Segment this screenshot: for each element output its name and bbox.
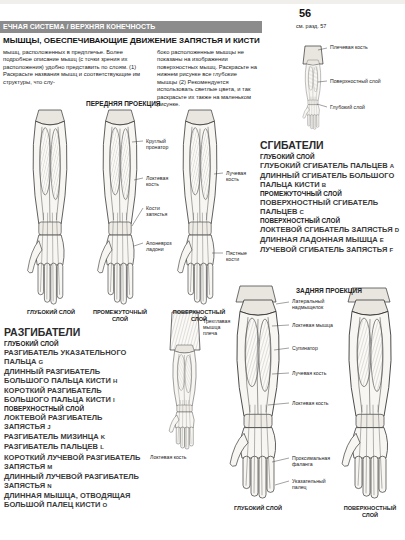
- page-number: 56: [299, 7, 323, 19]
- callout-letter: E: [380, 237, 384, 243]
- muscle-name: ЛОКТЕВОЙ РАЗГИБАТЕЛЬ ЗАПЯСТЬЯ: [4, 413, 102, 431]
- leader-lines: [317, 48, 327, 107]
- muscle-list: СГИБАТЕЛИГЛУБОКИЙ СЛОЙГЛУБОКИЙ СГИБАТЕЛЬ…: [260, 139, 403, 255]
- layer-caption: ГЛУБОКИЙ СЛОЙ: [20, 309, 82, 316]
- callout-letter: J: [47, 424, 50, 430]
- layer-caption: ПРОМЕЖУТОЧНЫЙ СЛОЙ: [92, 309, 148, 322]
- muscle-entry: ДЛИННЫЙ РАЗГИБАТЕЛЬ БОЛЬШОГО ПАЛЬЦА КИСТ…: [4, 367, 146, 385]
- layer-heading: ГЛУБОКИЙ СЛОЙ: [260, 153, 403, 161]
- callout-letter: I: [113, 397, 115, 403]
- part-label: Проксимальная фаланга: [292, 455, 336, 467]
- part-label: Кости запястья: [146, 205, 176, 217]
- muscle-entry: ЛУЧЕВОЙ СГИБАТЕЛЬ ЗАПЯСТЬЯF: [260, 245, 403, 254]
- view-heading: ЗАДНЯЯ ПРОЕКЦИЯ: [296, 287, 396, 294]
- layer-caption: ГЛУБОКИЙ СЛОЙ: [228, 505, 288, 512]
- part-label: Латеральный надмыщелок: [292, 298, 336, 310]
- part-label: Глубокий слой: [330, 104, 385, 110]
- muscle-entry: ПОВЕРХНОСТНЫЙ СГИБАТЕЛЬ ПАЛЬЦЕВC: [260, 198, 403, 216]
- muscle-name: ДЛИННЫЙ СГИБАТЕЛЬ БОЛЬШОГО ПАЛЬЦА КИСТИ: [260, 171, 394, 189]
- part-label: Поверхностный слой: [330, 78, 385, 84]
- callout-letter: D: [395, 227, 399, 233]
- muscle-name: РАЗГИБАТЕЛЬ ПАЛЬЦЕВ: [4, 442, 98, 451]
- muscle-entry: КОРОТКИЙ РАЗГИБАТЕЛЬ БОЛЬШОГО ПАЛЬЦА КИС…: [4, 386, 146, 404]
- muscle-entry: ДЛИННЫЙ ЛУЧЕВОЙ РАЗГИБАТЕЛЬ ЗАПЯСТЬЯN: [4, 472, 146, 490]
- part-label: Локтевая кость: [150, 454, 200, 460]
- muscle-name: ЛУЧЕВОЙ СГИБАТЕЛЬ ЗАПЯСТЬЯ: [260, 245, 387, 254]
- layer-heading: ПОВЕРХНОСТНЫЙ СЛОЙ: [260, 217, 403, 225]
- muscle-name: РАЗГИБАТЕЛЬ МИЗИНЦА: [4, 432, 99, 441]
- muscle-entry: ЛОКТЕВОЙ РАЗГИБАТЕЛЬ ЗАПЯСТЬЯJ: [4, 413, 146, 431]
- forearm-figure: [28, 110, 67, 304]
- muscle-entry: ДЛИННАЯ ЛАДОННАЯ МЫШЦАE: [260, 235, 403, 244]
- muscle-name: ДЛИННЫЙ ЛУЧЕВОЙ РАЗГИБАТЕЛЬ ЗАПЯСТЬЯ: [4, 472, 139, 490]
- muscle-list: РАЗГИБАТЕЛИГЛУБОКИЙ СЛОЙРАЗГИБАТЕЛЬ УКАЗ…: [4, 326, 146, 510]
- muscle-entry: РАЗГИБАТЕЛЬ ПАЛЬЦЕВL: [4, 442, 146, 451]
- callout-letter: H: [113, 378, 117, 384]
- humerus: [236, 286, 276, 302]
- muscle-name: ДЛИННАЯ ЛАДОННАЯ МЫШЦА: [260, 235, 378, 244]
- part-label: Лучевая кость: [226, 170, 258, 182]
- part-label: Указательный палец: [292, 478, 336, 490]
- callout-letter: K: [101, 434, 105, 440]
- part-label: Апоневроз ладони: [146, 240, 176, 252]
- part-label: Круглый пронатор: [146, 138, 176, 150]
- callout-letter: G: [39, 359, 44, 365]
- page-title: МЫШЦЫ, ОБЕСПЕЧИВАЮЩИЕ ДВИЖЕНИЕ ЗАПЯСТЬЯ …: [3, 36, 299, 46]
- muscle-entry: КОРОТКИЙ ЛУЧЕВОЙ РАЗГИБАТЕЛЬ ЗАПЯСТЬЯM: [4, 453, 146, 471]
- layer-heading: ПРОМЕЖУТОЧНЫЙ СЛОЙ: [260, 190, 403, 198]
- callout-letter: C: [300, 209, 304, 215]
- body-text: боко расположенные мышцы не показаны на …: [157, 49, 257, 109]
- leader-lines: [132, 141, 223, 253]
- part-label: Локтевая кость: [146, 175, 176, 187]
- leader-lines: [268, 302, 289, 485]
- muscle-name: ЛОКТЕВОЙ СГИБАТЕЛЬ ЗАПЯСТЬЯ: [260, 225, 393, 234]
- muscle-name: КОРОТКИЙ РАЗГИБАТЕЛЬ БОЛЬШОГО ПАЛЬЦА КИС…: [4, 386, 111, 404]
- forearm-figure: [303, 60, 321, 129]
- forearm-figure: [169, 345, 196, 449]
- callout-letter: L: [100, 444, 104, 450]
- muscle-entry: ДЛИННАЯ МЫШЦА, ОТВОДЯЩАЯ БОЛЬШОЙ ПАЛЕЦ К…: [4, 491, 146, 509]
- view-heading: ПЕРЕДНЯЯ ПРОЕКЦИЯ: [86, 100, 176, 107]
- cross-reference: см. разд. 57: [296, 23, 356, 29]
- muscle-name: ПОВЕРХНОСТНЫЙ СГИБАТЕЛЬ ПАЛЬЦЕВ: [260, 198, 378, 216]
- callout-letter: O: [103, 502, 108, 508]
- muscle-entry: РАЗГИБАТЕЛЬ УКАЗАТЕЛЬНОГО ПАЛЬЦАG: [4, 348, 146, 366]
- layer-heading: ПОВЕРХНОСТНЫЙ СЛОЙ: [4, 405, 146, 413]
- part-label: Лучевая кость: [292, 370, 336, 376]
- part-label: Трехглавая мышца плеча: [203, 318, 233, 337]
- page: [0, 4, 405, 540]
- forearm-figure: [342, 300, 391, 498]
- forearm-figure: [178, 110, 217, 304]
- muscle-name: ДЛИННАЯ МЫШЦА, ОТВОДЯЩАЯ БОЛЬШОЙ ПАЛЕЦ К…: [4, 491, 130, 509]
- muscle-name: ГЛУБОКИЙ СГИБАТЕЛЬ ПАЛЬЦЕВ: [260, 161, 388, 170]
- part-label: Пястные кости: [226, 250, 258, 262]
- callout-letter: B: [322, 182, 326, 188]
- muscle-name: КОРОТКИЙ ЛУЧЕВОЙ РАЗГИБАТЕЛЬ ЗАПЯСТЬЯ: [4, 453, 140, 471]
- section-heading: СГИБАТЕЛИ: [260, 139, 403, 152]
- muscle-entry: ГЛУБОКИЙ СГИБАТЕЛЬ ПАЛЬЦЕВA: [260, 161, 403, 170]
- body-text: мышц, расположенных в предплечье. Более …: [3, 49, 153, 87]
- muscle-entry: ЛОКТЕВОЙ СГИБАТЕЛЬ ЗАПЯСТЬЯD: [260, 225, 403, 234]
- callout-letter: N: [47, 483, 51, 489]
- muscle-entry: ДЛИННЫЙ СГИБАТЕЛЬ БОЛЬШОГО ПАЛЬЦА КИСТИB: [260, 171, 403, 189]
- part-label: Локтевая кость: [292, 400, 336, 406]
- muscle-name: РАЗГИБАТЕЛЬ УКАЗАТЕЛЬНОГО ПАЛЬЦА: [4, 348, 126, 366]
- section-heading: РАЗГИБАТЕЛИ: [4, 326, 146, 339]
- forearm-figure: [230, 300, 279, 498]
- header-band: [0, 21, 262, 33]
- muscle-name: ДЛИННЫЙ РАЗГИБАТЕЛЬ БОЛЬШОГО ПАЛЬЦА КИСТ…: [4, 367, 111, 385]
- callout-letter: A: [390, 163, 394, 169]
- part-label: Супинатор: [292, 345, 336, 351]
- part-label: Плечевая кость: [330, 44, 390, 50]
- callout-letter: F: [389, 247, 393, 253]
- layer-caption: ПОВЕРХНОСТНЫЙ СЛОЙ: [338, 505, 402, 518]
- callout-letter: M: [47, 464, 52, 470]
- layer-heading: ГЛУБОКИЙ СЛОЙ: [4, 340, 146, 348]
- part-label: Локтевая мышца: [292, 322, 336, 328]
- forearm-figure: [98, 110, 137, 304]
- section-header: ЕЧНАЯ СИСТЕМА / ВЕРХНЯЯ КОНЕЧНОСТЬ: [3, 22, 261, 31]
- muscle-entry: РАЗГИБАТЕЛЬ МИЗИНЦАK: [4, 432, 146, 441]
